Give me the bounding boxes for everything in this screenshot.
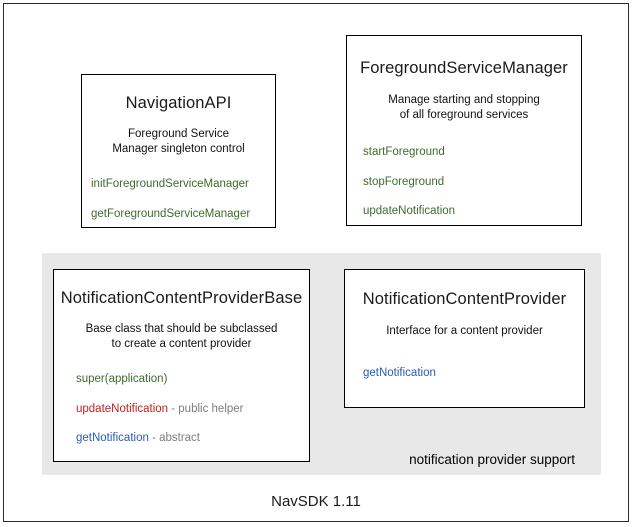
- class-description-line-1: Manage starting and stopping: [388, 94, 540, 106]
- class-description: Foreground Service Manager singleton con…: [82, 127, 275, 157]
- method-item[interactable]: updateNotification - public helper: [76, 402, 309, 416]
- method-name: getForegroundServiceManager: [91, 207, 251, 220]
- method-item[interactable]: super(application): [76, 374, 309, 386]
- class-description-line-2: to create a content provider: [111, 338, 252, 351]
- class-title: NotificationContentProviderBase: [60, 289, 303, 307]
- class-description-line-1: Interface for a content provider: [386, 325, 543, 337]
- diagram-frame: notification provider support Navigation…: [3, 3, 629, 522]
- class-description-line-2: of all foreground services: [399, 109, 529, 122]
- class-description: Interface for a content provider: [345, 324, 584, 339]
- method-name: stopForeground: [363, 175, 445, 188]
- method-note: - public helper: [168, 402, 244, 415]
- method-name: startForeground: [363, 146, 445, 159]
- class-description: Manage starting and stopping of all fore…: [347, 93, 581, 123]
- class-description: Base class that should be subclassed to …: [54, 322, 309, 352]
- method-item[interactable]: getNotification - abstract: [76, 433, 309, 445]
- method-list: startForeground stopForeground updateNot…: [347, 147, 581, 218]
- class-description-line-2: Manager singleton control: [112, 143, 245, 156]
- class-title: NotificationContentProvider: [362, 290, 567, 308]
- method-name: updateNotification: [76, 402, 169, 415]
- group-label: notification provider support: [409, 452, 575, 467]
- class-description-line-1: Foreground Service: [128, 128, 229, 140]
- class-title: NavigationAPI: [125, 94, 232, 112]
- method-item[interactable]: getForegroundServiceManager: [91, 207, 275, 221]
- method-name: getNotification: [363, 367, 436, 380]
- method-item[interactable]: startForeground: [363, 147, 581, 159]
- method-list: initForegroundServiceManager getForegrou…: [82, 179, 275, 220]
- class-box-notification-content-provider[interactable]: NotificationContentProvider Interface fo…: [344, 269, 585, 408]
- method-item[interactable]: stopForeground: [363, 175, 581, 189]
- method-item[interactable]: initForegroundServiceManager: [91, 179, 275, 191]
- method-item[interactable]: getNotification: [363, 367, 584, 380]
- method-list: super(application) updateNotification - …: [54, 374, 309, 445]
- class-title: ForegroundServiceManager: [360, 59, 568, 77]
- method-name: super(application): [76, 373, 168, 386]
- class-description-line-1: Base class that should be subclassed: [85, 323, 278, 335]
- method-note: - abstract: [148, 432, 201, 445]
- class-box-notification-content-provider-base[interactable]: NotificationContentProviderBase Base cla…: [53, 269, 310, 462]
- method-name: initForegroundServiceManager: [91, 178, 249, 191]
- class-box-foreground-service-manager[interactable]: ForegroundServiceManager Manage starting…: [346, 35, 582, 226]
- class-box-navigation-api[interactable]: NavigationAPI Foreground Service Manager…: [81, 74, 276, 228]
- method-name: updateNotification: [363, 205, 456, 218]
- method-item[interactable]: updateNotification: [363, 206, 581, 218]
- method-list: getNotification: [345, 367, 584, 380]
- method-name: getNotification: [76, 432, 149, 445]
- footer-caption: NavSDK 1.11: [271, 493, 361, 510]
